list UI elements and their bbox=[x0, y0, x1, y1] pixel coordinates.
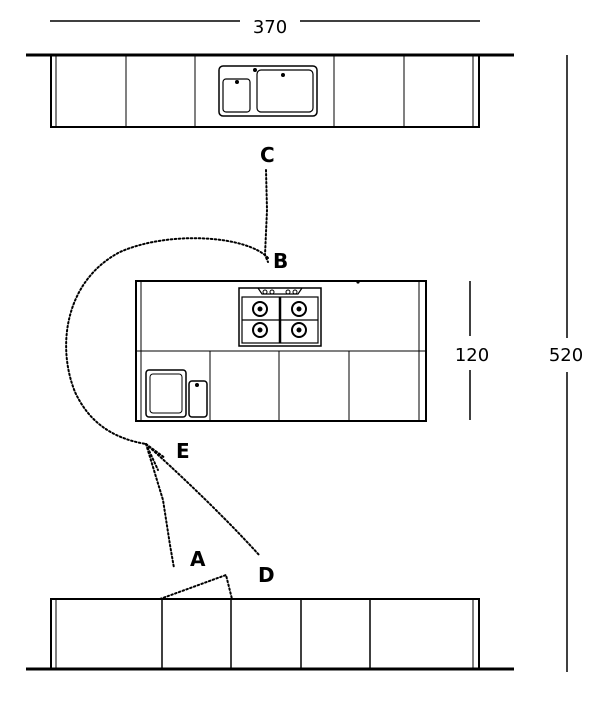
movement-paths bbox=[65, 169, 269, 600]
point-d-label: D bbox=[258, 563, 275, 587]
kitchen-island bbox=[135, 280, 427, 422]
path-a-counter bbox=[159, 573, 233, 600]
point-a-label: A bbox=[190, 547, 206, 571]
burner bbox=[291, 301, 307, 317]
top-counter bbox=[26, 53, 514, 128]
island-sink bbox=[145, 369, 208, 418]
cooktop bbox=[238, 287, 322, 347]
path-c-b bbox=[263, 169, 269, 263]
path-e-a bbox=[145, 443, 175, 569]
burner bbox=[291, 322, 307, 338]
island-depth-label: 120 bbox=[455, 345, 489, 366]
top-sink bbox=[218, 65, 318, 117]
island-depth-dimension: 120 bbox=[455, 281, 489, 420]
room-length-label: 520 bbox=[549, 345, 583, 366]
point-e-label: E bbox=[176, 439, 190, 463]
burner bbox=[252, 301, 268, 317]
point-c-label: C bbox=[260, 143, 275, 167]
room-length-dimension: 520 bbox=[549, 55, 583, 672]
width-dimension-label: 370 bbox=[253, 17, 287, 38]
bottom-counter bbox=[26, 598, 514, 671]
width-dimension: 370 bbox=[50, 17, 480, 38]
burner bbox=[252, 322, 268, 338]
path-e-fan bbox=[145, 443, 166, 471]
path-e-d bbox=[145, 443, 261, 557]
point-b-label: B bbox=[273, 249, 288, 273]
path-b-loop-e bbox=[65, 237, 269, 445]
